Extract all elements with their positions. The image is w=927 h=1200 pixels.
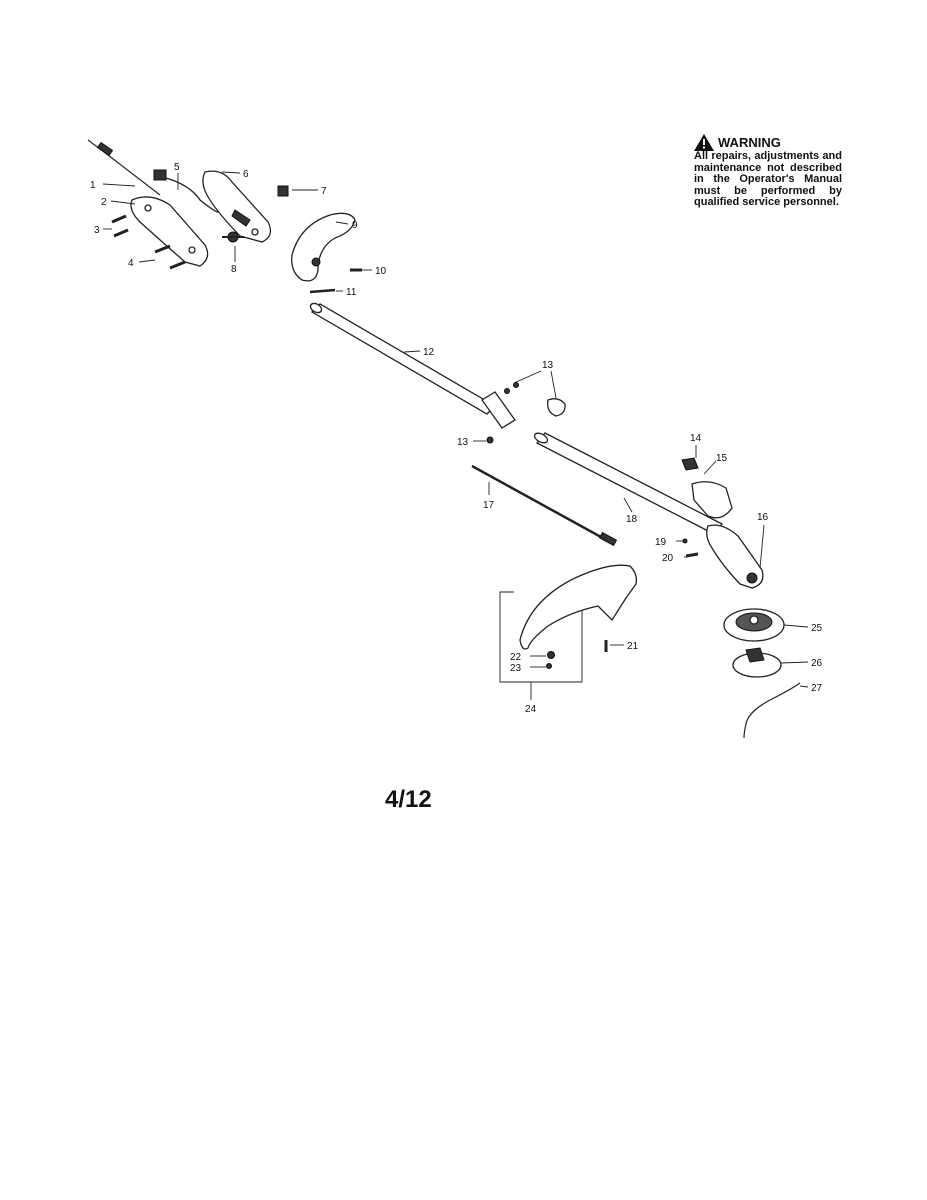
trimmer-line (743, 682, 801, 739)
callout-6: 6 (243, 169, 249, 180)
assist-handle (291, 212, 356, 282)
callout-5: 5 (174, 162, 180, 173)
warning-title: WARNING (718, 134, 781, 150)
callout-labels: 1 2 3 4 5 6 7 8 9 10 11 12 13 13 14 15 1… (90, 162, 823, 715)
callout-1: 1 (90, 180, 96, 191)
coupler-knob (486, 382, 566, 444)
handle-housing-right (202, 170, 272, 243)
ignition-switch (153, 169, 219, 213)
spool (732, 647, 782, 678)
callout-13-bottom: 13 (457, 437, 469, 448)
callout-20: 20 (662, 553, 674, 564)
callout-21: 21 (627, 641, 639, 652)
upper-shaft (309, 302, 516, 429)
blade-22 (547, 651, 555, 659)
nut-7 (277, 185, 289, 197)
callout-25: 25 (811, 623, 823, 634)
throttle-cable (87, 139, 161, 196)
callout-12: 12 (423, 347, 435, 358)
callout-13-top: 13 (542, 360, 554, 371)
callout-9: 9 (352, 220, 358, 231)
callout-11: 11 (346, 287, 357, 298)
screws-3 (111, 214, 129, 238)
handle-housing-left (130, 196, 209, 267)
lower-shaft (533, 432, 724, 535)
callout-26: 26 (811, 658, 823, 669)
callout-14: 14 (690, 433, 702, 444)
bolt-11 (309, 288, 336, 294)
callout-15: 15 (716, 453, 728, 464)
callout-10: 10 (375, 266, 387, 277)
callout-2: 2 (101, 197, 107, 208)
callout-17: 17 (483, 500, 495, 511)
callout-16: 16 (757, 512, 769, 523)
warning-text: All repairs, adjustments and maintenance… (694, 150, 842, 208)
callout-3: 3 (94, 225, 100, 236)
callout-7: 7 (321, 186, 327, 197)
spool-housing (723, 608, 785, 642)
screw-19 (682, 538, 688, 544)
clamp-bracket (681, 457, 733, 519)
page-number: 4/12 (385, 786, 432, 813)
callout-19: 19 (655, 537, 667, 548)
screw-23 (546, 663, 552, 669)
callout-23: 23 (510, 663, 522, 674)
callout-22: 22 (510, 652, 522, 663)
screw-20 (685, 552, 699, 558)
screws-4 (154, 244, 186, 270)
leader-lines (102, 171, 809, 700)
knob-8 (222, 231, 244, 243)
debris-shield (519, 564, 638, 650)
warning-notice: WARNING All repairs, adjustments and mai… (694, 134, 842, 209)
callout-8: 8 (231, 264, 237, 275)
callout-24: 24 (525, 704, 537, 715)
callout-4: 4 (128, 258, 134, 269)
shield-bracket-outline (499, 591, 583, 683)
gear-head (706, 524, 764, 589)
drive-shaft (471, 464, 618, 547)
warning-triangle-icon (694, 134, 714, 151)
callout-18: 18 (626, 514, 638, 525)
warning-header: WARNING (694, 134, 842, 151)
callout-27: 27 (811, 683, 823, 694)
